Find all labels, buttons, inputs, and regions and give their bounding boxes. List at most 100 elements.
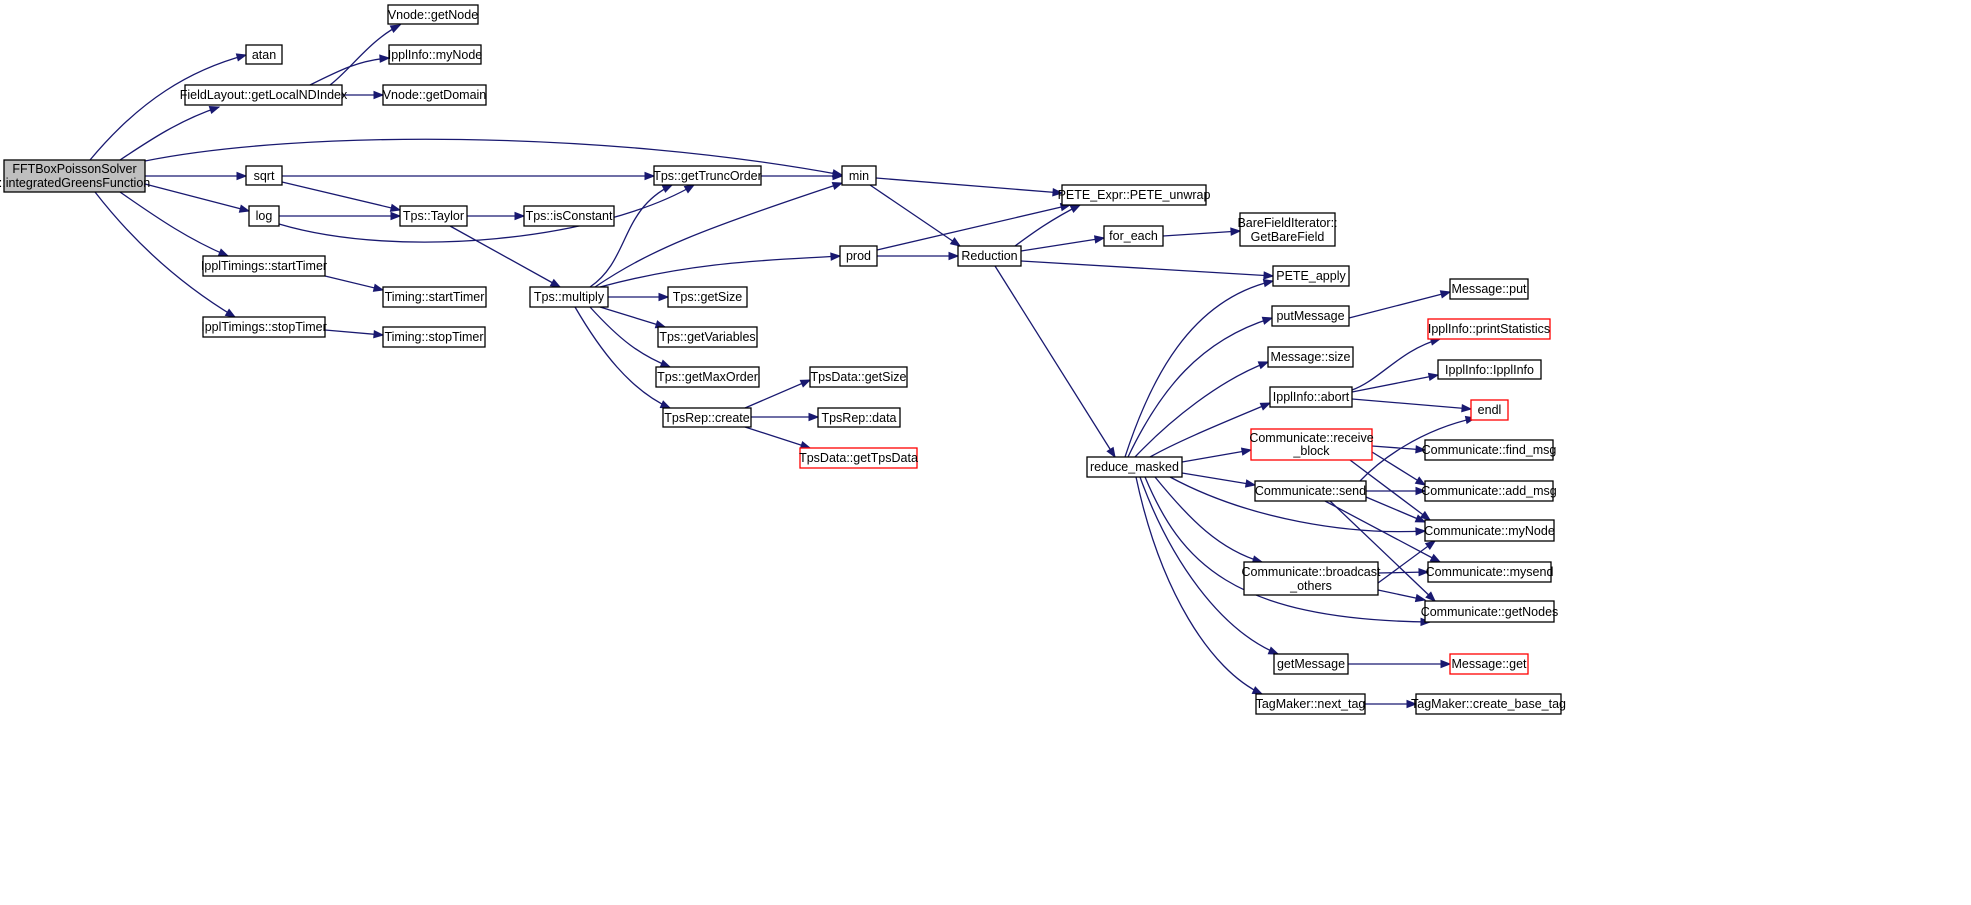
node-putmessage[interactable]: putMessage (1271, 305, 1350, 327)
node-reduce-masked[interactable]: reduce_masked (1086, 456, 1183, 478)
node-tps-multiply[interactable]: Tps::multiply (529, 286, 609, 308)
node-min[interactable]: min (841, 165, 877, 186)
node-message-get[interactable]: Message::get (1449, 653, 1529, 675)
call-edge (594, 182, 843, 288)
arrowhead (1461, 403, 1473, 413)
node-communicate-getnodes[interactable]: Communicate::getNodes (1421, 600, 1559, 623)
node-communicate-send[interactable]: Communicate::send (1254, 480, 1367, 502)
node-communicate-mynode[interactable]: Communicate::myNode (1424, 519, 1555, 542)
call-edge (599, 255, 841, 288)
node-communicate-broadcast-others[interactable]: Communicate::broadcast _others (1242, 561, 1381, 596)
call-edge (1139, 476, 1279, 655)
node-pete-expr-pete-unwrap[interactable]: PETE_Expr::PETE_unwrap (1058, 184, 1211, 206)
node-timing-stoptimer[interactable]: Timing::stopTimer (382, 326, 486, 348)
call-edge (1124, 280, 1274, 458)
call-edge (994, 265, 1116, 458)
arrowhead (1230, 227, 1242, 236)
node-label: Timing::stopTimer (384, 330, 483, 344)
node-label: _block (1292, 444, 1330, 458)
call-edge (1351, 338, 1441, 391)
node-tps-gettruncorder[interactable]: Tps::getTruncOrder (653, 165, 762, 186)
node-label: IpplInfo::IpplInfo (1445, 363, 1534, 377)
arrowhead (1244, 479, 1257, 488)
node-prod[interactable]: prod (839, 245, 878, 267)
node-label: Tps::isConstant (526, 209, 613, 223)
arrowhead (1419, 510, 1432, 521)
call-edge (1149, 402, 1271, 458)
arrowhead (1251, 686, 1264, 695)
node-label: Vnode::getDomain (383, 88, 487, 102)
node-barefielditerator-getbarefield[interactable]: BareFieldIterator:: GetBareField (1237, 212, 1338, 247)
node-ippltimings-starttimer[interactable]: IpplTimings::startTimer (201, 255, 327, 277)
arrowhead (661, 184, 674, 193)
node-sqrt[interactable]: sqrt (245, 165, 283, 186)
node-vnode-getnode[interactable]: Vnode::getNode (387, 4, 479, 25)
call-edge (1351, 374, 1439, 393)
node-label: Communicate::add_msg (1421, 484, 1557, 498)
node-communicate-mysend[interactable]: Communicate::mysend (1426, 561, 1554, 583)
node-endl[interactable]: endl (1470, 399, 1509, 421)
node-tagmaker-next-tag[interactable]: TagMaker::next_tag (1255, 693, 1366, 715)
node-message-put[interactable]: Message::put (1449, 278, 1529, 300)
call-edge (1162, 230, 1241, 237)
arrowhead (1418, 567, 1430, 577)
node-tagmaker-create-base-tag[interactable]: TagMaker::create_base_tag (1411, 693, 1566, 715)
call-edge (94, 191, 236, 318)
node-label: TpsData::getSize (811, 370, 907, 384)
arrowhead (1261, 316, 1274, 325)
node-communicate-find-msg[interactable]: Communicate::find_msg (1422, 439, 1557, 461)
node-tps-getsize[interactable]: Tps::getSize (667, 286, 748, 308)
node-ipplinfo-mynode[interactable]: IpplInfo::myNode (388, 44, 483, 65)
node-label: Message::get (1451, 657, 1527, 671)
node-tps-getmaxorder[interactable]: Tps::getMaxOrder (655, 366, 760, 388)
arrowhead (1093, 235, 1106, 244)
node-tps-isconstant[interactable]: Tps::isConstant (523, 205, 615, 227)
node-label: PETE_apply (1276, 269, 1346, 283)
call-edge (278, 184, 695, 243)
call-edge (144, 138, 843, 176)
node-fieldlayout-getlocalndindex[interactable]: FieldLayout::getLocalNDIndex (180, 84, 348, 106)
node-atan[interactable]: atan (245, 44, 283, 65)
node-label: Vnode::getNode (388, 8, 478, 22)
arrowhead (948, 251, 960, 261)
node-label: for_each (1109, 229, 1158, 243)
arrowhead (683, 184, 696, 194)
node-communicate-receive-block[interactable]: Communicate::receive _block (1249, 428, 1374, 461)
call-edge (329, 24, 401, 86)
node-ipplinfo-ipplinfo[interactable]: IpplInfo::IpplInfo (1437, 359, 1542, 380)
node-message-size[interactable]: Message::size (1267, 346, 1354, 368)
node-fftboxpoissonsolver[interactable]: FFTBoxPoissonSolver ::integratedGreensFu… (0, 159, 150, 193)
node-ippltimings-stoptimer[interactable]: IpplTimings::stopTimer (201, 316, 327, 338)
node-log[interactable]: log (248, 205, 280, 227)
node-tpsdata-gettpsdata[interactable]: TpsData::getTpsData (799, 447, 918, 469)
node-label: log (256, 209, 273, 223)
node-label: Communicate::receive (1249, 431, 1373, 445)
node-pete-apply[interactable]: PETE_apply (1272, 265, 1350, 287)
node-getmessage[interactable]: getMessage (1273, 653, 1349, 675)
node-for-each[interactable]: for_each (1103, 225, 1164, 247)
node-communicate-add-msg[interactable]: Communicate::add_msg (1421, 480, 1557, 502)
node-tps-getvariables[interactable]: Tps::getVariables (657, 326, 758, 348)
call-edge (281, 181, 401, 211)
node-ipplinfo-printstatistics[interactable]: IpplInfo::printStatistics (1427, 318, 1551, 340)
node-tpsdata-getsize[interactable]: TpsData::getSize (809, 366, 908, 388)
node-tps-taylor[interactable]: Tps::Taylor (399, 205, 468, 227)
node-reduction[interactable]: Reduction (957, 245, 1022, 267)
call-edge (1181, 472, 1256, 486)
node-label: Communicate::mysend (1426, 565, 1554, 579)
arrowhead (1439, 290, 1452, 299)
node-label: TpsRep::data (821, 411, 896, 425)
arrowhead (208, 105, 221, 115)
node-label: FieldLayout::getLocalNDIndex (180, 88, 348, 102)
node-ipplinfo-abort[interactable]: IpplInfo::abort (1269, 386, 1353, 408)
call-edge (89, 54, 247, 161)
node-label: IpplInfo::myNode (388, 48, 483, 62)
arrowhead (1259, 402, 1272, 411)
call-edge (1144, 476, 1431, 623)
node-timing-starttimer[interactable]: Timing::startTimer (382, 286, 487, 308)
arrowhead (1406, 699, 1418, 709)
arrowhead (224, 308, 237, 318)
node-tpsrep-create[interactable]: TpsRep::create (662, 407, 752, 428)
node-tpsrep-data[interactable]: TpsRep::data (817, 407, 901, 428)
node-vnode-getdomain[interactable]: Vnode::getDomain (382, 84, 487, 106)
